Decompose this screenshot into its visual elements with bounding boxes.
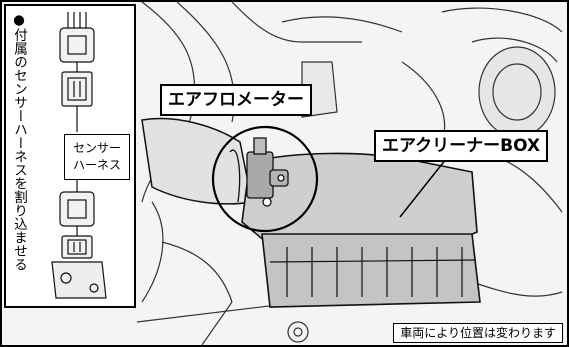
- vehicle-position-notice: 車両により位置は変わります: [393, 323, 563, 343]
- harness-label-line2: ハーネス: [72, 158, 121, 172]
- airflow-meter-callout: エアフロメーター: [160, 84, 312, 116]
- air-cleaner-box-callout: エアクリーナーBOX: [374, 130, 549, 162]
- sensor-harness-illustration: [51, 12, 107, 299]
- harness-label-line1: センサー: [72, 141, 121, 155]
- inset-panel: ●付属のセンサーハーネスを割り込ませる: [4, 4, 136, 308]
- inset-instruction: ●付属のセンサーハーネスを割り込ませる: [11, 12, 27, 271]
- sensor-harness-label: センサー ハーネス: [64, 134, 130, 180]
